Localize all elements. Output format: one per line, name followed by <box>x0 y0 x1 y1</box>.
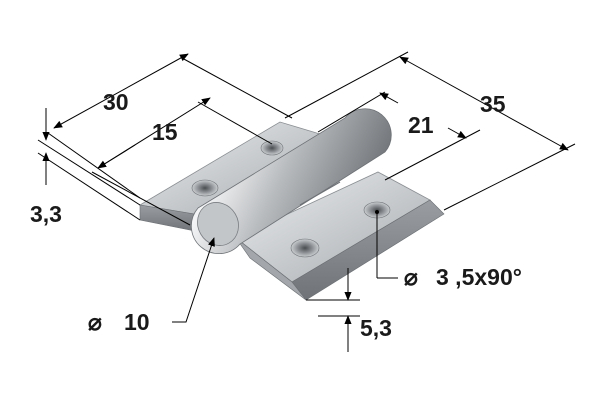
barrel-end-cap <box>197 202 239 246</box>
dim-pin-diameter-label: 10 <box>124 309 150 335</box>
dim-width-total-label: 30 <box>103 89 129 115</box>
dim-length-total: 35 <box>284 51 576 211</box>
hinge-body <box>138 108 445 301</box>
pin-diameter-symbol: ⌀ <box>88 309 102 335</box>
dim-hole-spec-label: 3 ,5x90° <box>436 264 522 290</box>
dim-thickness: 3,3 <box>30 108 141 227</box>
dim-width-half-label: 15 <box>152 119 178 145</box>
dim-pin-diameter: ⌀ 10 <box>88 237 215 335</box>
hole-diameter-symbol: ⌀ <box>404 264 418 290</box>
countersunk-hole-2 <box>191 179 219 197</box>
dim-length-inner-label: 21 <box>408 112 434 138</box>
hinge-barrel <box>191 108 392 254</box>
dim-width-half: 15 <box>91 97 273 226</box>
dim-offset-height: 5,3 <box>306 268 392 352</box>
dim-thickness-label: 3,3 <box>30 201 62 227</box>
dim-offset-height-label: 5,3 <box>360 315 392 341</box>
barrel-knuckle-gap <box>299 181 341 206</box>
dim-length-total-label: 35 <box>480 91 506 117</box>
countersunk-hole-4 <box>290 238 320 258</box>
dim-hole-spec: ⌀ 3 ,5x90° <box>375 210 522 290</box>
countersunk-hole-1 <box>260 140 284 156</box>
dim-length-inner: 21 <box>317 91 481 181</box>
dim-width-total: 30 <box>47 53 293 199</box>
